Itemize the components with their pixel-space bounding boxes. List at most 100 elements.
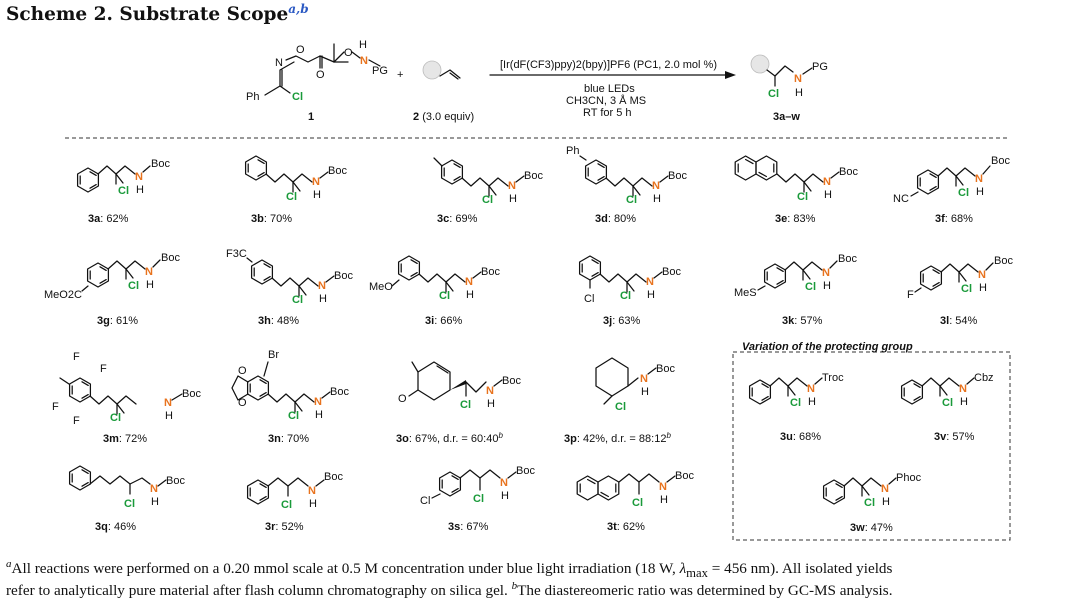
3l-cl: Cl [961,283,972,295]
3h-cl: Cl [292,294,303,306]
3a-cl: Cl [118,185,129,197]
3a-n: N [135,171,143,183]
svg-text:3u: 68%: 3u: 68% [780,431,821,443]
3h-h: H [319,293,327,305]
3t-boc: Boc [675,470,694,482]
variation-box-title: Variation of the protecting group [742,341,913,353]
svg-text:3n: 70%: 3n: 70% [268,433,309,445]
3f-boc: Boc [991,155,1010,167]
label-3c: 3c: 69% [437,213,478,225]
product-n-text: N [794,73,802,85]
3w-phoc: Phoc [896,472,922,484]
3j-n: N [646,276,654,288]
svg-text:3v: 57%: 3v: 57% [934,431,975,443]
structure-3u: Cl N H Troc [748,372,844,409]
conditions-light: blue LEDs [584,83,635,95]
structure-3j: Cl Cl N H Boc [578,255,681,305]
structure-3n: Br O O Cl N H Boc [231,349,349,422]
3u-cl: Cl [790,397,801,409]
svg-text:3g: 61%: 3g: 61% [97,315,138,327]
3f-n: N [975,173,983,185]
3o-cl: Cl [460,399,471,411]
reagent-1-carbonyl-o-text: O [316,69,325,81]
3o-h: H [487,398,495,410]
structure-3h: F3C Cl N H Boc [226,248,353,306]
3c-cl: Cl [482,194,493,206]
3d-boc: Boc [668,170,687,182]
3j-cl: Cl [620,290,631,302]
3c-boc: Boc [524,170,543,182]
reagent-1-n-text: N [275,57,283,69]
svg-text:3f: 68%: 3f: 68% [935,213,973,225]
3u-troc: Troc [822,372,844,384]
svg-text:3h: 48%: 3h: 48% [258,315,299,327]
label-3s: 3s: 67% [448,521,489,533]
3r-n: N [308,485,316,497]
footnote-b-text: The diastereomeric ratio was determined … [517,582,893,600]
3t-n: N [659,481,667,493]
3k-n: N [822,267,830,279]
3c-h: H [509,193,517,205]
3g-n: N [145,266,153,278]
3v-n: N [959,383,967,395]
3b-cl: Cl [286,191,297,203]
structure-3v: Cl N H Cbz [900,372,994,409]
scheme-title: Scheme 2. Substrate Scopea,b [6,2,309,25]
structure-3a: Cl N H Boc [76,158,170,197]
3s-cl: Cl [473,493,484,505]
reagent-1-o-text: O [296,44,305,56]
structure-3o: O Cl N H Boc [398,361,521,411]
structure-3d: Ph Cl N H Boc [566,145,687,206]
3p-h: H [641,386,649,398]
3a-boc: Boc [151,158,170,170]
label-3a: 3a: 62% [88,213,129,225]
3e-h: H [824,189,832,201]
svg-text:3a: 62%: 3a: 62% [88,213,129,225]
3n-boc: Boc [330,386,349,398]
3d-cl: Cl [626,194,637,206]
3q-n: N [150,483,158,495]
3o-boc: Boc [502,375,521,387]
3g-meo2c: MeO2C [44,289,82,301]
3e-cl: Cl [797,191,808,203]
structure-3k: MeS Cl N H Boc [734,253,857,299]
svg-text:3k: 57%: 3k: 57% [782,315,823,327]
label-3n: 3n: 70% [268,433,309,445]
3w-h: H [882,496,890,508]
3j-h: H [647,289,655,301]
svg-text:3p: 42%, d.r. = 88:12b: 3p: 42%, d.r. = 88:12b [564,431,671,445]
structure-3c: Cl N H Boc [433,157,543,206]
3j-ring-cl: Cl [584,293,594,305]
structure-3b: Cl N H Boc [244,155,347,203]
label-3v: 3v: 57% [934,431,975,443]
footnote-b: refer to analytically pure material afte… [6,580,1076,600]
structure-3f: NC Cl N H Boc [893,155,1010,205]
svg-text:3m: 72%: 3m: 72% [103,433,147,445]
footnote-b-mark: b [511,580,518,592]
3i-meo: MeO [369,281,393,293]
label-3o: 3o: 67%, d.r. = 60:40b [396,431,503,445]
3t-h: H [660,494,668,506]
3v-h: H [960,396,968,408]
3i-h: H [466,289,474,301]
structure-3l: F Cl N H Boc [907,255,1013,301]
svg-text:3j: 63%: 3j: 63% [603,315,641,327]
3d-ph: Ph [566,145,579,157]
3c-n: N [508,180,516,192]
svg-text:3o: 67%, d.r. = 60:40b: 3o: 67%, d.r. = 60:40b [396,431,503,445]
footnote-a-text-2: = 456 nm). All isolated yields [707,560,893,578]
3m-f4: F [73,415,80,427]
label-3j: 3j: 63% [603,315,641,327]
product-pg-text: PG [812,61,828,73]
label-3i: 3i: 66% [425,315,463,327]
3n-n: N [314,396,322,408]
conditions-catalyst: [Ir(dF(CF3)ppy)2(bpy)]PF6 (PC1, 2.0 mol … [500,59,717,71]
3p-n: N [640,373,648,385]
3f-h: H [976,186,984,198]
3s-ring-cl: Cl [420,495,430,507]
3k-h: H [823,280,831,292]
structure-3i: MeO Cl N H Boc [369,255,500,302]
reagent-1-label: 1 [308,111,314,123]
structure-3s: Cl Cl N H Boc [420,465,535,507]
